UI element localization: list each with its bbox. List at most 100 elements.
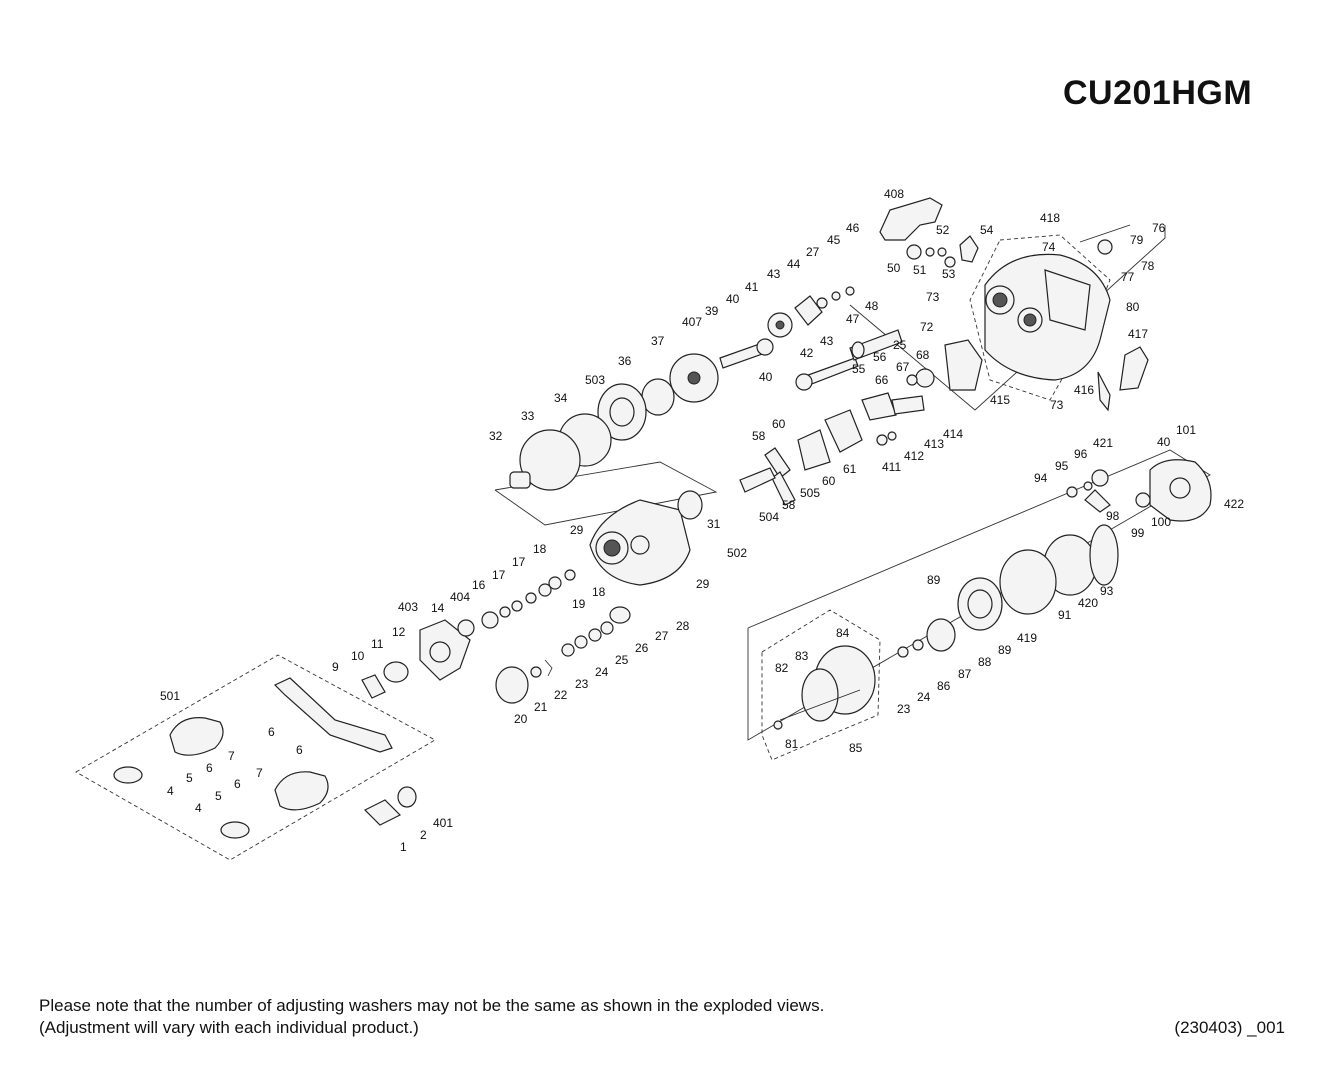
part-label-p401: 401: [433, 816, 453, 830]
part-52: [937, 247, 947, 257]
part-label-p82: 82: [775, 661, 789, 675]
part-label-p88: 88: [978, 655, 992, 669]
knob-cap-4: [113, 766, 143, 784]
group-frame-gear: [494, 461, 718, 526]
part-label-p73b: 73: [1050, 398, 1064, 412]
part-label-p502: 502: [727, 546, 747, 560]
part-label-p416: 416: [1074, 383, 1094, 397]
part-label-p87: 87: [958, 667, 972, 681]
part-label-p74: 74: [1042, 240, 1056, 254]
part-413: [887, 431, 897, 441]
part-label-p421: 421: [1093, 436, 1113, 450]
part-label-p73: 73: [926, 290, 940, 304]
part-label-p5: 5: [186, 771, 193, 785]
group-outline-501: [75, 654, 436, 861]
part-44: [794, 295, 823, 326]
part-51: [925, 247, 935, 257]
part-407: [719, 338, 774, 369]
part-9: [361, 674, 386, 699]
part-66: [861, 392, 897, 421]
part-label-p4: 4: [167, 784, 174, 798]
part-22: [544, 659, 553, 677]
part-label-p36: 36: [618, 354, 632, 368]
part-label-p417: 417: [1128, 327, 1148, 341]
part-label-p53: 53: [942, 267, 956, 281]
knob-upper: [169, 717, 224, 756]
part-93: [1089, 524, 1119, 586]
part-label-p408: 408: [884, 187, 904, 201]
part-label-p5b: 5: [215, 789, 222, 803]
part-label-p40c: 40: [1157, 435, 1171, 449]
part-label-p21: 21: [534, 700, 548, 714]
part-27-upper: [816, 297, 828, 309]
gear-503-hub: [609, 397, 635, 427]
disclaimer-note: Please note that the number of adjusting…: [39, 995, 824, 1039]
part-label-p19: 19: [572, 597, 586, 611]
part-label-p52: 52: [936, 223, 950, 237]
part-label-p41: 41: [745, 280, 759, 294]
part-label-p34: 34: [554, 391, 568, 405]
part-label-p56: 56: [873, 350, 887, 364]
part-23: [561, 643, 575, 657]
part-label-p61: 61: [843, 462, 857, 476]
part-label-p403: 403: [398, 600, 418, 614]
part-label-p100: 100: [1151, 515, 1171, 529]
part-label-p14: 14: [431, 601, 445, 615]
part-81: [773, 720, 783, 730]
part-label-p415: 415: [990, 393, 1010, 407]
part-label-p68: 68: [916, 348, 930, 362]
part-24b: [897, 646, 909, 658]
part-label-p27: 27: [806, 245, 820, 259]
part-label-p50: 50: [887, 261, 901, 275]
model-title: CU201HGM: [1063, 74, 1253, 112]
part-label-p60b: 60: [822, 474, 836, 488]
part-label-p83: 83: [795, 649, 809, 663]
part-label-p58b: 58: [782, 498, 796, 512]
group-outline-418: [969, 234, 1111, 401]
part-label-p54: 54: [980, 223, 994, 237]
part-label-p89: 89: [927, 573, 941, 587]
lock-plate-2: [363, 799, 402, 826]
part-414: [891, 395, 925, 415]
part-label-p17b: 17: [492, 568, 506, 582]
part-label-p6: 6: [268, 725, 275, 739]
part-label-p66: 66: [875, 373, 889, 387]
spring-58-lower: [771, 471, 796, 506]
part-32: [509, 471, 531, 489]
part-67: [906, 374, 918, 386]
part-label-p1: 1: [400, 840, 407, 854]
part-label-p101: 101: [1176, 423, 1196, 437]
gear-20: [495, 666, 529, 704]
part-label-p94: 94: [1034, 471, 1048, 485]
part-18b: [564, 569, 576, 581]
part-label-p28: 28: [676, 619, 690, 633]
part-label-p26: 26: [635, 641, 649, 655]
part-label-p503: 503: [585, 373, 605, 387]
part-label-p412: 412: [904, 449, 924, 463]
part-68: [915, 368, 935, 388]
part-416: [1097, 371, 1111, 412]
part-33: [519, 429, 581, 491]
part-label-p51: 51: [913, 263, 927, 277]
part-label-p16: 16: [472, 578, 486, 592]
part-45: [831, 291, 841, 301]
part-76: [1079, 224, 1131, 243]
part-label-p43b: 43: [820, 334, 834, 348]
part-25b: [588, 628, 602, 642]
part-21: [530, 666, 542, 678]
part-label-p79: 79: [1130, 233, 1144, 247]
part-77: [1097, 239, 1113, 255]
part-label-p89b: 89: [998, 643, 1012, 657]
part-415: [944, 339, 983, 391]
part-label-p18b: 18: [592, 585, 606, 599]
part-label-p25: 25: [893, 338, 907, 352]
frame-418: [984, 253, 1111, 381]
part-label-p33: 33: [521, 409, 535, 423]
part-25: [851, 341, 865, 359]
part-419: [957, 577, 1003, 631]
part-label-p39: 39: [705, 304, 719, 318]
part-label-p12: 12: [392, 625, 406, 639]
handle-arm-401: [273, 677, 393, 753]
part-label-p501: 501: [160, 689, 180, 703]
